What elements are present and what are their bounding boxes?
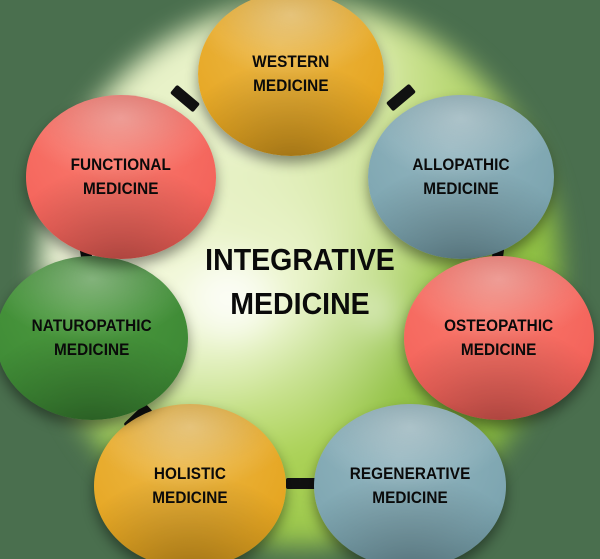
node-osteopathic-medicine[interactable]: OSTEOPATHIC MEDICINE [404, 256, 594, 420]
node-label: HOLISTIC MEDICINE [152, 462, 228, 510]
node-label-line1: HOLISTIC [153, 463, 227, 483]
node-allopathic-medicine[interactable]: ALLOPATHIC MEDICINE [368, 95, 554, 259]
node-label: FUNCTIONAL MEDICINE [71, 153, 171, 201]
node-label-line1: REGENERATIVE [349, 463, 471, 483]
center-label-line2: MEDICINE [230, 286, 370, 322]
node-label-line1: ALLOPATHIC [412, 154, 510, 174]
node-label-line2: MEDICINE [152, 488, 228, 507]
node-label-line2: MEDICINE [461, 340, 537, 359]
node-label: REGENERATIVE MEDICINE [350, 462, 471, 510]
bokeh-highlight [352, 285, 406, 340]
node-label-line1: WESTERN [252, 51, 330, 71]
node-label-line1: OSTEOPATHIC [444, 315, 554, 335]
bokeh-highlight [175, 241, 286, 352]
connector-regenerative-holistic [286, 478, 318, 489]
center-label: INTEGRATIVE MEDICINE [162, 238, 438, 326]
node-label-line1: NATUROPATHIC [31, 315, 153, 335]
node-functional-medicine[interactable]: FUNCTIONAL MEDICINE [26, 95, 216, 259]
node-naturopathic-medicine[interactable]: NATUROPATHIC MEDICINE [0, 256, 188, 420]
node-label-line2: MEDICINE [83, 179, 159, 198]
node-regenerative-medicine[interactable]: REGENERATIVE MEDICINE [314, 404, 506, 559]
node-label: NATUROPATHIC MEDICINE [32, 314, 152, 362]
node-label: WESTERN MEDICINE [252, 50, 329, 98]
node-label-line2: MEDICINE [423, 179, 499, 198]
node-label: OSTEOPATHIC MEDICINE [444, 314, 553, 362]
node-label-line2: MEDICINE [372, 488, 448, 507]
node-label-line1: FUNCTIONAL [70, 154, 172, 174]
center-label-line1: INTEGRATIVE [205, 242, 395, 277]
node-label-line2: MEDICINE [54, 340, 130, 359]
node-label-line2: MEDICINE [253, 76, 329, 95]
node-label: ALLOPATHIC MEDICINE [412, 153, 509, 201]
node-holistic-medicine[interactable]: HOLISTIC MEDICINE [94, 404, 286, 559]
